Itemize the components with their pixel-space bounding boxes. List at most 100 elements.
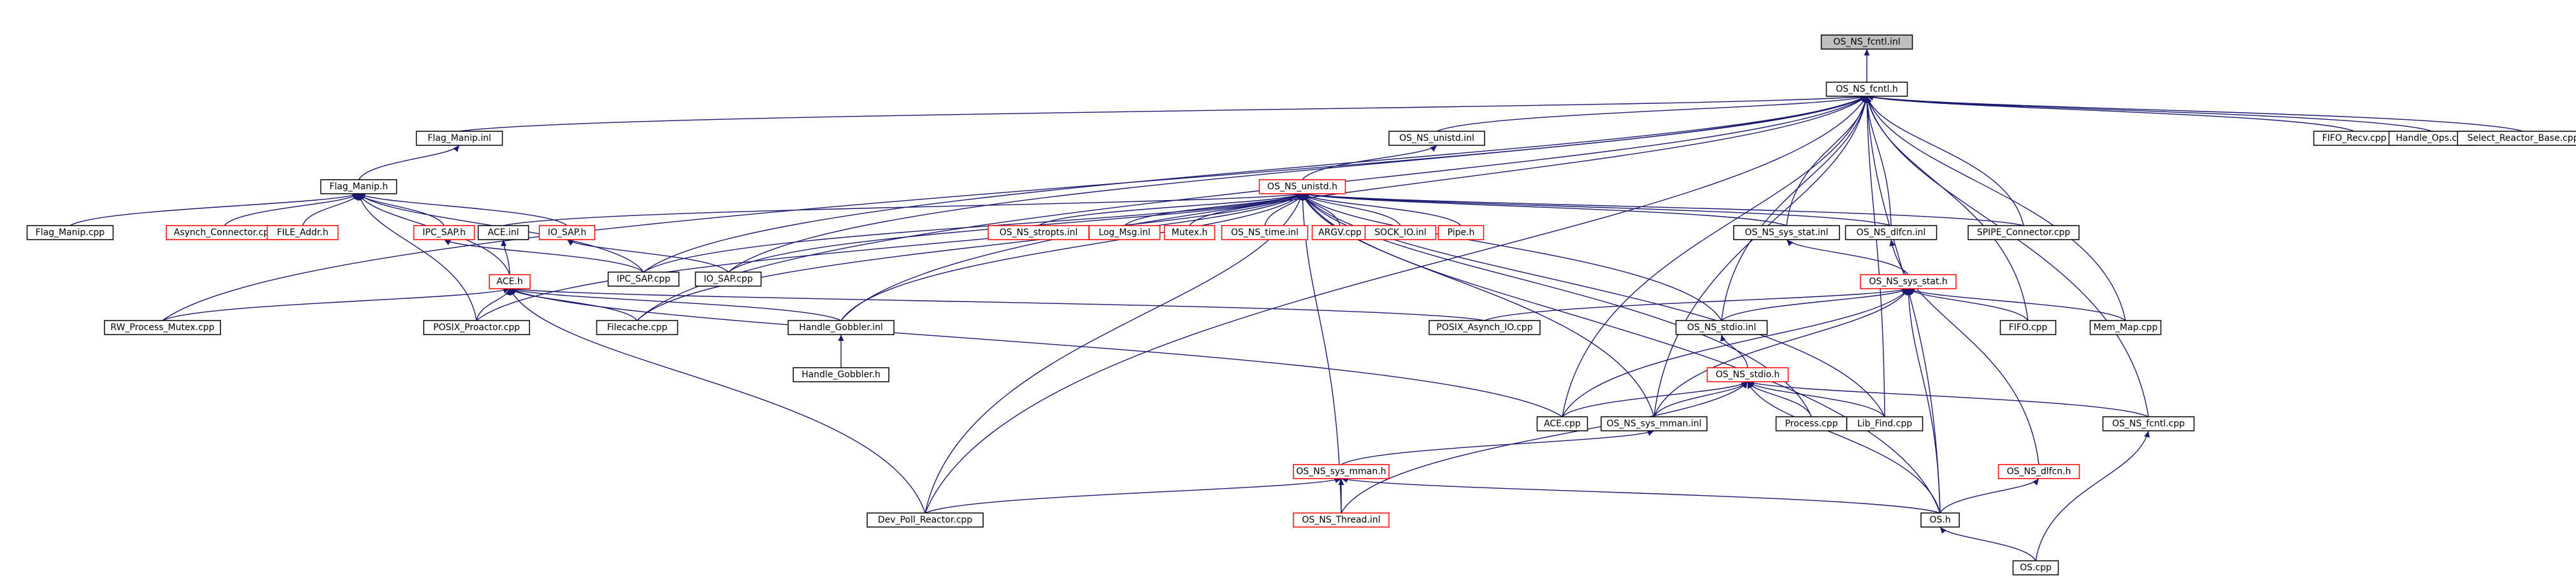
graph-node-select-reactor[interactable]: Select_Reactor_Base.cpp: [2457, 131, 2576, 146]
graph-node-posix-proactor[interactable]: POSIX_Proactor.cpp: [423, 320, 530, 335]
graph-node-fcntl-cpp[interactable]: OS_NS_fcntl.cpp: [2102, 416, 2195, 431]
node-box: [1388, 131, 1485, 146]
graph-node-fifo-cpp[interactable]: FIFO.cpp: [1999, 320, 2057, 335]
graph-node-os-cpp[interactable]: OS.cpp: [2012, 560, 2059, 575]
graph-node-stropts-inl[interactable]: OS_NS_stropts.inl: [988, 225, 1090, 240]
graph-node-time-inl[interactable]: OS_NS_time.inl: [1221, 225, 1309, 240]
graph-node-ace-cpp[interactable]: ACE.cpp: [1536, 416, 1588, 431]
edge-dlfcn_inl-to-unistd_h: [1302, 193, 1892, 226]
graph-node-sys-mman-inl[interactable]: OS_NS_sys_mman.inl: [1601, 416, 1708, 431]
graph-node-stdio-inl[interactable]: OS_NS_stdio.inl: [1675, 320, 1768, 335]
arrowhead: [1787, 240, 1794, 247]
edge-spipe_conn-to-unistd_h: [1302, 193, 2024, 226]
node-label: OS_NS_sys_mman.h: [1296, 466, 1386, 477]
arrowhead: [2033, 479, 2039, 486]
graph-node-ace-h[interactable]: ACE.h: [489, 274, 531, 289]
node-box: [1221, 225, 1309, 240]
edge-dev_poll-to-sys_mman_h: [925, 478, 1342, 514]
edge-handle_gobbler_inl-to-fcntl_h: [840, 96, 1867, 321]
node-label: OS_NS_fcntl.h: [1836, 84, 1897, 94]
graph-node-flagmanip-h[interactable]: Flag_Manip.h: [320, 179, 398, 194]
graph-node-argv-cpp[interactable]: ARGV.cpp: [1311, 225, 1369, 240]
graph-node-process-cpp[interactable]: Process.cpp: [1775, 416, 1848, 431]
edge-posix_asynch-to-ace_h: [509, 288, 1485, 321]
arrowhead: [838, 335, 844, 341]
graph-node-ace-inl[interactable]: ACE.inl: [477, 225, 529, 240]
node-label: OS.cpp: [2020, 563, 2052, 573]
edge-mem_map-to-sys_stat_h: [1908, 288, 2126, 321]
graph-node-fcntl-inl[interactable]: OS_NS_fcntl.inl: [1820, 34, 1913, 50]
graph-node-sys-mman-h[interactable]: OS_NS_sys_mman.h: [1293, 464, 1390, 479]
graph-node-handle-gobbler-h[interactable]: Handle_Gobbler.h: [793, 367, 889, 382]
graph-node-stdio-h[interactable]: OS_NS_stdio.h: [1706, 367, 1789, 382]
arrowhead: [510, 289, 515, 296]
graph-node-asynch-conn[interactable]: Asynch_Connector.cpp: [166, 225, 283, 240]
edge-dlfcn_inl-to-fcntl_h: [1866, 96, 1892, 226]
graph-node-rw-mutex[interactable]: RW_Process_Mutex.cpp: [104, 320, 221, 335]
graph-node-fifo-recv[interactable]: FIFO_Recv.cpp: [2313, 131, 2396, 146]
graph-node-sock-io-inl[interactable]: SOCK_IO.inl: [1364, 225, 1437, 240]
graph-node-log-msg-inl[interactable]: Log_Msg.inl: [1088, 225, 1161, 240]
edge-dlfcn_h-to-dlfcn_inl: [1890, 239, 2040, 465]
graph-node-fcntl-h[interactable]: OS_NS_fcntl.h: [1825, 82, 1908, 97]
node-box: [1536, 416, 1588, 431]
node-box: [266, 225, 339, 240]
edge-os_h-to-sys_stat_h: [1908, 288, 1941, 514]
graph-node-dlfcn-inl[interactable]: OS_NS_dlfcn.inl: [1845, 225, 1938, 240]
edge-os_cpp-to-fcntl_cpp: [2035, 430, 2149, 561]
graph-node-pipe-h[interactable]: Pipe.h: [1437, 225, 1485, 240]
node-box: [1999, 320, 2057, 335]
edge-io_sap_cpp-to-fcntl_h: [728, 96, 1867, 273]
graph-node-handle-gobbler-inl[interactable]: Handle_Gobbler.inl: [788, 320, 895, 335]
graph-node-io-sap-cpp[interactable]: IO_SAP.cpp: [694, 271, 762, 287]
graph-node-lib-find[interactable]: Lib_Find.cpp: [1846, 416, 1924, 431]
edge-ace_cpp-to-fcntl_h: [1562, 96, 1867, 417]
node-label: OS_NS_unistd.h: [1267, 182, 1337, 192]
edge-unistd_inl-to-fcntl_h: [1436, 96, 1867, 132]
arrowhead: [1295, 194, 1302, 201]
node-label: OS_NS_sys_stat.inl: [1745, 228, 1828, 238]
node-label: Lib_Find.cpp: [1857, 419, 1912, 429]
arrowhead: [1905, 289, 1911, 296]
graph-node-ipc-sap-h[interactable]: IPC_SAP.h: [413, 225, 475, 240]
node-box: [1706, 367, 1789, 382]
edge-stdio_inl-to-fcntl_h: [1721, 96, 1867, 321]
graph-node-filecache[interactable]: Filecache.cpp: [596, 320, 679, 335]
graph-node-spipe-conn[interactable]: SPIPE_Connector.cpp: [1968, 225, 2080, 240]
arrowhead: [353, 194, 359, 201]
graph-node-sys-stat-h[interactable]: OS_NS_sys_stat.h: [1860, 274, 1957, 289]
edge-ace_cpp-to-ace_h: [509, 288, 1563, 417]
graph-node-flagmanip-inl[interactable]: Flag_Manip.inl: [415, 131, 503, 146]
node-box: [694, 271, 762, 287]
graph-node-posix-asynch[interactable]: POSIX_Asynch_IO.cpp: [1428, 320, 1541, 335]
graph-node-file-addr[interactable]: FILE_Addr.h: [266, 225, 339, 240]
graph-node-thread-inl[interactable]: OS_NS_Thread.inl: [1293, 512, 1390, 528]
node-box: [477, 225, 529, 240]
edge-flagmanip_h-to-flagmanip_inl: [358, 145, 460, 180]
node-box: [867, 512, 984, 528]
graph-node-mem-map[interactable]: Mem_Map.cpp: [2089, 320, 2162, 335]
graph-node-mutex-h[interactable]: Mutex.h: [1163, 225, 1216, 240]
edge-ace_cpp-to-stdio_h: [1562, 381, 1748, 417]
node-box: [1675, 320, 1768, 335]
graph-node-dlfcn-h[interactable]: OS_NS_dlfcn.h: [1997, 464, 2080, 479]
edge-rw_mutex-to-ace_h: [162, 288, 510, 321]
graph-node-flagmanip-cpp[interactable]: Flag_Manip.cpp: [26, 225, 114, 240]
graph-node-sys-stat-inl[interactable]: OS_NS_sys_stat.inl: [1733, 225, 1840, 240]
graph-node-dev-poll[interactable]: Dev_Poll_Reactor.cpp: [867, 512, 984, 528]
graph-node-ipc-sap-cpp[interactable]: IPC_SAP.cpp: [607, 271, 680, 287]
node-label: Asynch_Connector.cpp: [174, 228, 275, 238]
graph-node-unistd-h[interactable]: OS_NS_unistd.h: [1258, 179, 1346, 194]
arrowhead: [567, 240, 574, 246]
graph-node-io-sap-h[interactable]: IO_SAP.h: [538, 225, 596, 240]
graph-node-unistd-inl[interactable]: OS_NS_unistd.inl: [1388, 131, 1485, 146]
node-box: [415, 131, 503, 146]
graph-node-handle-ops[interactable]: Handle_Ops.cpp: [2388, 131, 2476, 146]
edge-select_reactor-to-fcntl_h: [1866, 96, 2524, 132]
node-label: FIFO_Recv.cpp: [2322, 133, 2387, 143]
edge-os_h-to-unistd_h: [1302, 193, 1941, 514]
graph-node-os-h[interactable]: OS.h: [1920, 512, 1960, 528]
edge-handle_gobbler_inl-to-ace_h: [509, 288, 842, 321]
edge-ipc_sap_cpp-to-fcntl_h: [643, 96, 1867, 273]
arrowhead: [503, 287, 510, 294]
